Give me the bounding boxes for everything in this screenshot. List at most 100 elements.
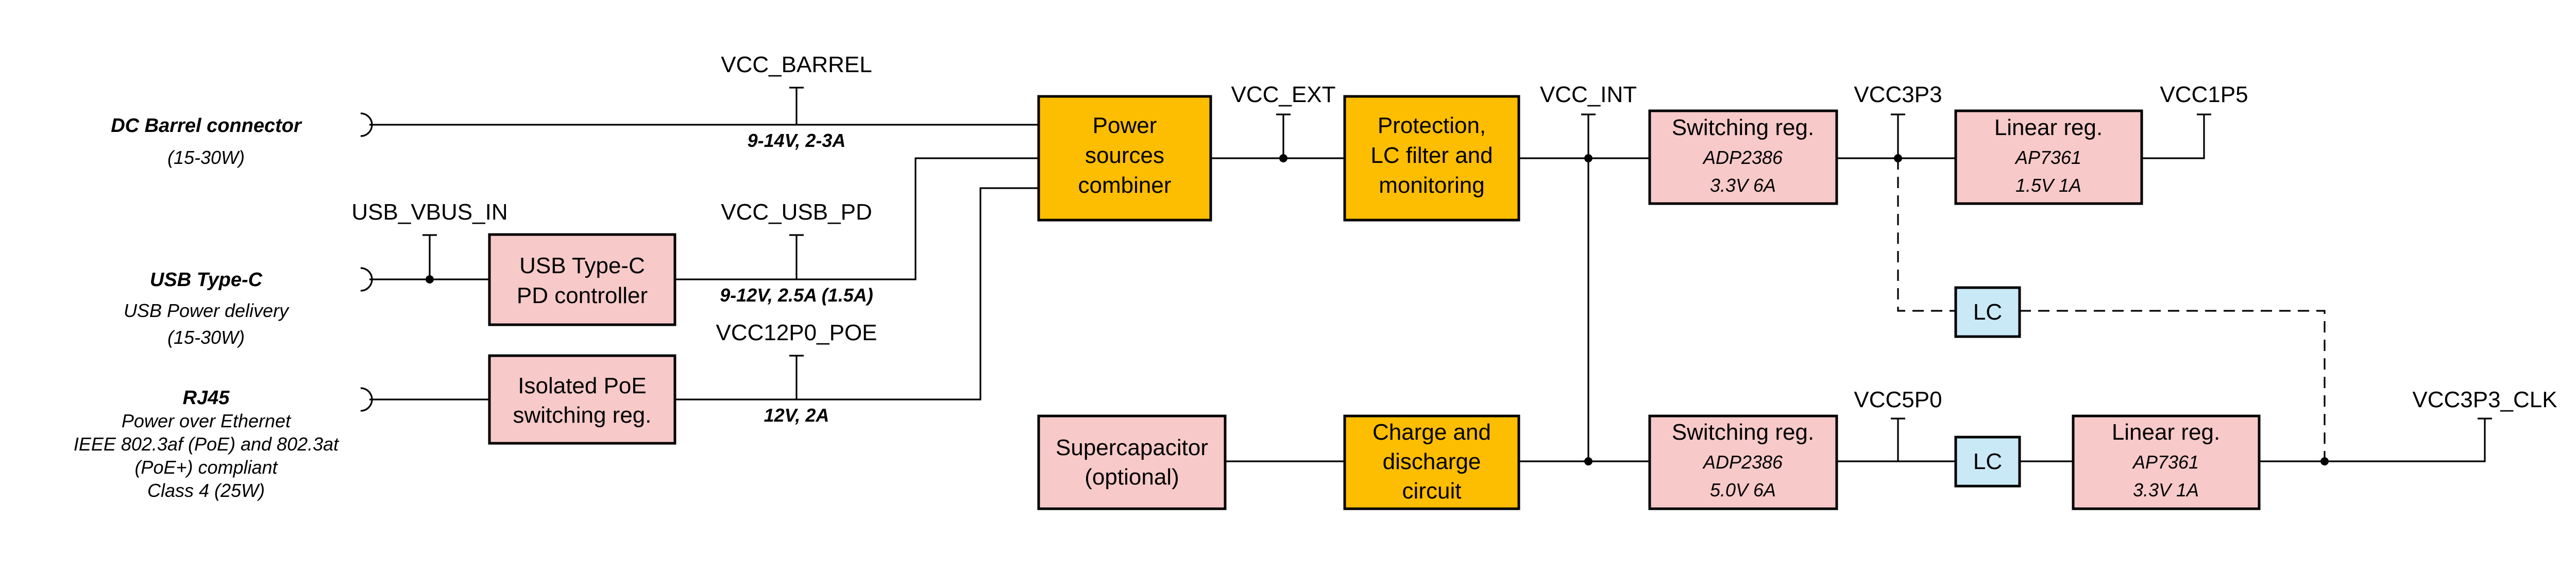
block-lc-bottom: LC bbox=[1954, 436, 2021, 488]
supercapacitor-line1: Supercapacitor bbox=[1056, 435, 1208, 460]
barrel-connector-symbol bbox=[360, 112, 373, 137]
dashed-lc-to-clk bbox=[2020, 310, 2326, 461]
block-usb-pd-controller: USB Type-C PD controller bbox=[488, 233, 676, 326]
junctions bbox=[426, 154, 2329, 465]
lc-top-box bbox=[1954, 286, 2021, 338]
usb-pd-controller-line1: USB Type-C bbox=[519, 253, 645, 278]
linear-1v5-title: Linear reg. bbox=[1994, 115, 2103, 140]
source-rj45: RJ45 Power over Ethernet IEEE 802.3af (P… bbox=[74, 387, 340, 501]
wire-usb-pd-out bbox=[675, 157, 1039, 280]
spec-usb-pd: 9-12V, 2.5A (1.5A) bbox=[720, 285, 873, 306]
combiner-box bbox=[1037, 95, 1212, 222]
switching-5v0-rating: 5.0V 6A bbox=[1710, 479, 1776, 501]
protection-line3: monitoring bbox=[1379, 173, 1484, 198]
protection-line1: Protection, bbox=[1378, 113, 1486, 138]
source-barrel-title: DC Barrel connector bbox=[111, 115, 302, 137]
linear-3v3-title: Linear reg. bbox=[2112, 420, 2220, 445]
net-usb-vbus-in: USB_VBUS_IN bbox=[351, 199, 507, 225]
poe-regulator-line1: Isolated PoE bbox=[518, 373, 647, 398]
net-vcc-int: VCC_INT bbox=[1540, 82, 1637, 107]
tap-vcc-ext bbox=[1276, 113, 1291, 158]
usb-pd-controller-line2: PD controller bbox=[517, 283, 648, 308]
net-labels: VCC_BARREL USB_VBUS_IN VCC_USB_PD VCC12P… bbox=[351, 52, 2557, 412]
net-vcc-barrel: VCC_BARREL bbox=[721, 52, 872, 77]
protection-line2: LC filter and bbox=[1370, 143, 1493, 168]
source-rj45-title: RJ45 bbox=[183, 387, 230, 409]
source-barrel-detail: (15-30W) bbox=[167, 147, 245, 168]
source-rj45-detail3: (PoE+) compliant bbox=[134, 457, 278, 478]
tap-vcc12p0-poe bbox=[789, 355, 804, 399]
lc-top-label: LC bbox=[1973, 299, 2002, 325]
switching-3v3-title: Switching reg. bbox=[1672, 115, 1814, 140]
switching-3v3-part: ADP2386 bbox=[1702, 147, 1783, 168]
switching-5v0-part: ADP2386 bbox=[1702, 452, 1783, 473]
rj45-connector-symbol bbox=[360, 387, 373, 412]
linear-1v5-rating: 1.5V 1A bbox=[2015, 175, 2081, 196]
block-switching-5v0: Switching reg. ADP2386 5.0V 6A bbox=[1648, 414, 1838, 510]
dashed-vcc3p3-to-lc bbox=[1897, 158, 1956, 312]
combiner-line3: combiner bbox=[1078, 173, 1172, 198]
net-vcc-usb-pd: VCC_USB_PD bbox=[721, 199, 872, 225]
net-vcc5p0: VCC5P0 bbox=[1854, 387, 1942, 412]
block-lc-top: LC bbox=[1954, 286, 2021, 338]
source-rj45-detail4: Class 4 (25W) bbox=[147, 480, 265, 501]
spec-labels: 9-14V, 2-3A 9-12V, 2.5A (1.5A) 12V, 2A bbox=[720, 130, 873, 426]
usb-pd-controller-box bbox=[488, 233, 676, 326]
wire-poe-out bbox=[675, 187, 1039, 401]
switching-5v0-box bbox=[1648, 414, 1838, 510]
wires bbox=[360, 87, 2492, 462]
net-vcc12p0-poe: VCC12P0_POE bbox=[716, 320, 877, 345]
junction-vcc-int-bottom bbox=[1584, 457, 1592, 465]
tap-vcc-usb-pd bbox=[789, 234, 804, 279]
linear-3v3-rating: 3.3V 1A bbox=[2133, 479, 2199, 501]
junction-vcc-ext bbox=[1279, 154, 1287, 162]
wire-vcc3p3-clk bbox=[2259, 418, 2492, 462]
block-combiner: Power sources combiner bbox=[1037, 95, 1212, 222]
junction-vcc-int-top bbox=[1584, 154, 1592, 162]
charge-circuit-line1: Charge and bbox=[1372, 420, 1491, 445]
junction-vcc3p3 bbox=[1894, 154, 1902, 162]
supercapacitor-box bbox=[1037, 414, 1227, 510]
junction-usb-vbus bbox=[426, 275, 434, 284]
spec-barrel: 9-14V, 2-3A bbox=[748, 130, 846, 151]
block-switching-3v3: Switching reg. ADP2386 3.3V 6A bbox=[1648, 109, 1838, 205]
source-usbc-detail1: USB Power delivery bbox=[124, 300, 290, 321]
source-usbc: USB Type-C USB Power delivery (15-30W) bbox=[124, 269, 290, 348]
tap-vcc5p0 bbox=[1891, 418, 1905, 461]
poe-regulator-line2: switching reg. bbox=[513, 403, 651, 428]
tap-vcc-int bbox=[1581, 113, 1596, 158]
net-vcc3p3: VCC3P3 bbox=[1854, 82, 1942, 107]
charge-circuit-line2: discharge bbox=[1383, 449, 1481, 474]
source-usbc-detail2: (15-30W) bbox=[167, 327, 245, 348]
switching-3v3-box bbox=[1648, 109, 1838, 205]
usbc-connector-symbol bbox=[360, 267, 373, 292]
source-rj45-detail1: Power over Ethernet bbox=[122, 410, 292, 431]
combiner-line2: sources bbox=[1085, 143, 1164, 168]
lc-bottom-label: LC bbox=[1973, 449, 2002, 474]
supercapacitor-line2: (optional) bbox=[1084, 464, 1179, 490]
source-usbc-title: USB Type-C bbox=[150, 269, 263, 291]
block-supercapacitor: Supercapacitor (optional) bbox=[1037, 414, 1227, 510]
charge-circuit-box bbox=[1343, 414, 1520, 510]
block-poe-regulator: Isolated PoE switching reg. bbox=[488, 354, 676, 445]
tap-usb-vbus-in bbox=[422, 234, 437, 279]
net-vcc3p3-clk: VCC3P3_CLK bbox=[2412, 387, 2557, 412]
block-protection: Protection, LC filter and monitoring bbox=[1343, 95, 1520, 222]
net-vcc-ext: VCC_EXT bbox=[1231, 82, 1336, 107]
combiner-line1: Power bbox=[1093, 113, 1157, 138]
source-barrel: DC Barrel connector (15-30W) bbox=[111, 115, 302, 168]
charge-circuit-line3: circuit bbox=[1402, 478, 1462, 504]
spec-poe: 12V, 2A bbox=[764, 405, 829, 426]
switching-5v0-title: Switching reg. bbox=[1672, 420, 1814, 445]
protection-box bbox=[1343, 95, 1520, 222]
lc-bottom-box bbox=[1954, 436, 2021, 488]
tap-vcc-barrel bbox=[789, 87, 804, 125]
block-linear-3v3: Linear reg. AP7361 3.3V 1A bbox=[2072, 414, 2261, 510]
block-charge-circuit: Charge and discharge circuit bbox=[1343, 414, 1520, 510]
junction-vcc3p3-clk bbox=[2320, 457, 2329, 465]
linear-1v5-part: AP7361 bbox=[2014, 147, 2081, 168]
tap-vcc3p3 bbox=[1891, 113, 1905, 158]
switching-3v3-rating: 3.3V 6A bbox=[1710, 175, 1776, 196]
source-rj45-detail2: IEEE 802.3af (PoE) and 802.3at bbox=[74, 433, 340, 455]
